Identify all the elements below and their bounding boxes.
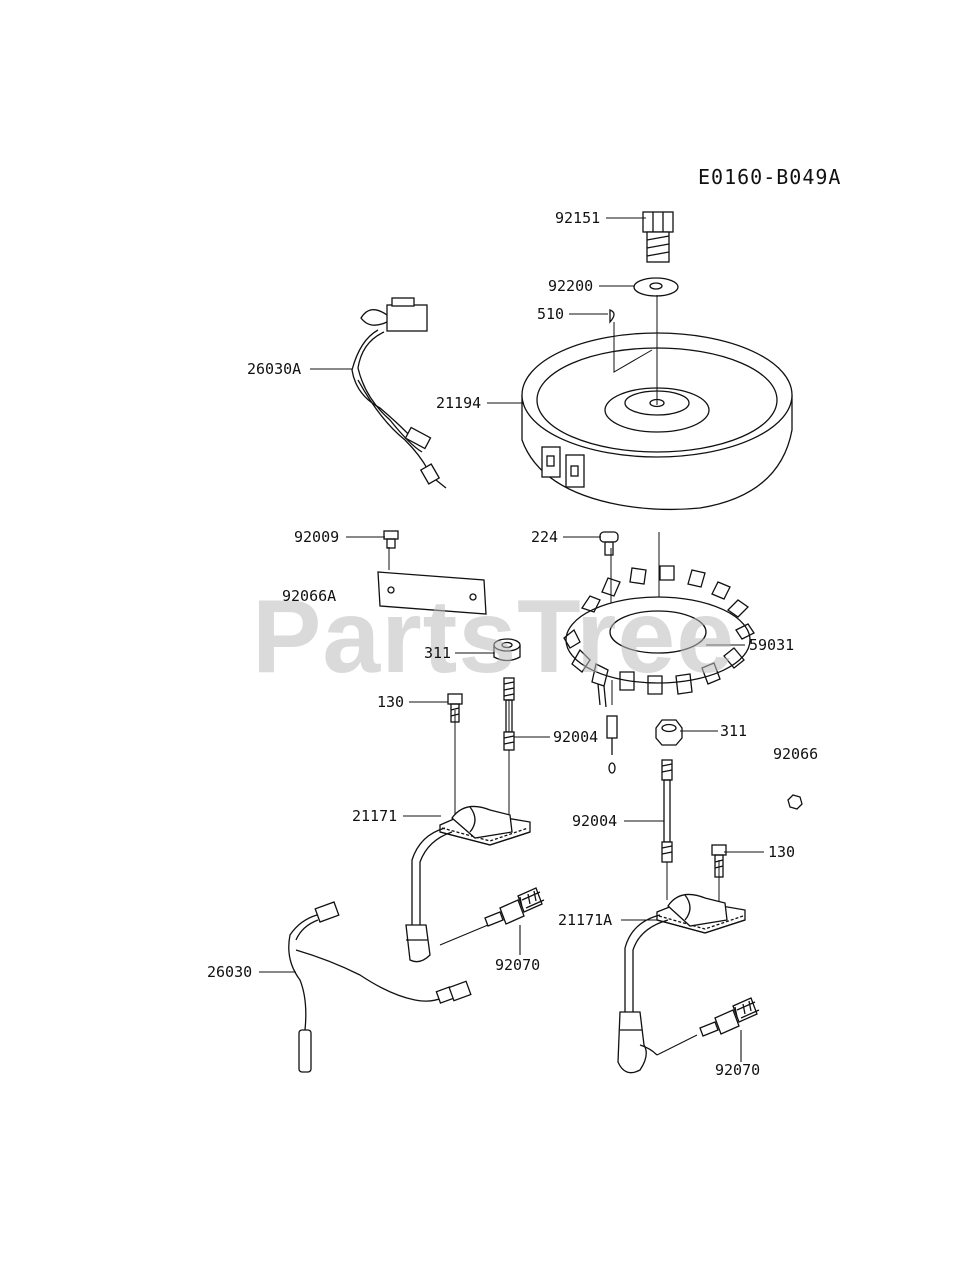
part-label-92151[interactable]: 92151 xyxy=(555,209,601,227)
stator-59031 xyxy=(563,565,755,708)
nut-92066 xyxy=(787,794,803,810)
assembly-lines xyxy=(388,295,720,1056)
part-label-224[interactable]: 224 xyxy=(531,528,559,546)
part-label-92004-right[interactable]: 92004 xyxy=(572,812,618,830)
part-label-130-left[interactable]: 130 xyxy=(377,693,405,711)
watermark: PartsTree xyxy=(252,579,736,695)
spacer-311-left xyxy=(493,638,521,662)
washer-92200 xyxy=(633,277,679,297)
nut-311-right xyxy=(655,719,683,746)
ignition-coil-21171 xyxy=(405,805,531,963)
part-label-26030[interactable]: 26030 xyxy=(207,963,253,981)
screw-92009 xyxy=(383,530,399,549)
key-510 xyxy=(609,309,615,324)
stud-92004-left xyxy=(503,677,515,751)
plate-92066A xyxy=(377,571,487,615)
part-label-92070-left[interactable]: 92070 xyxy=(495,956,541,974)
part-label-21171A[interactable]: 21171A xyxy=(558,911,613,929)
part-label-21171[interactable]: 21171 xyxy=(352,807,398,825)
part-label-21194[interactable]: 21194 xyxy=(436,394,482,412)
stud-92004-right xyxy=(661,759,673,863)
screw-224 xyxy=(599,531,619,556)
leader-lines xyxy=(259,217,764,1062)
part-label-130-right[interactable]: 130 xyxy=(768,843,796,861)
part-label-92066A[interactable]: 92066A xyxy=(282,587,337,605)
part-label-59031[interactable]: 59031 xyxy=(749,636,795,654)
part-label-510[interactable]: 510 xyxy=(537,305,565,323)
ignition-coil-21171A xyxy=(617,893,746,1074)
part-label-92066[interactable]: 92066 xyxy=(773,745,819,763)
part-label-92200[interactable]: 92200 xyxy=(548,277,594,295)
diagram-code: E0160-B049A xyxy=(698,165,842,189)
bolt-130-right xyxy=(711,844,727,878)
part-label-92009[interactable]: 92009 xyxy=(294,528,340,546)
stator-lead xyxy=(606,715,618,774)
bolt-130-left xyxy=(447,693,463,723)
part-label-92070-right[interactable]: 92070 xyxy=(715,1061,761,1079)
part-label-311-left[interactable]: 311 xyxy=(424,644,452,662)
spark-plug-92070-left xyxy=(484,887,545,927)
part-label-92004-left[interactable]: 92004 xyxy=(553,728,599,746)
bolt-92151 xyxy=(642,211,674,263)
part-label-311-right[interactable]: 311 xyxy=(720,722,748,740)
part-label-26030A[interactable]: 26030A xyxy=(247,360,302,378)
lead-wire-26030 xyxy=(288,901,472,1073)
spark-plug-92070-right xyxy=(699,997,760,1037)
lead-wire-26030A xyxy=(351,297,447,489)
